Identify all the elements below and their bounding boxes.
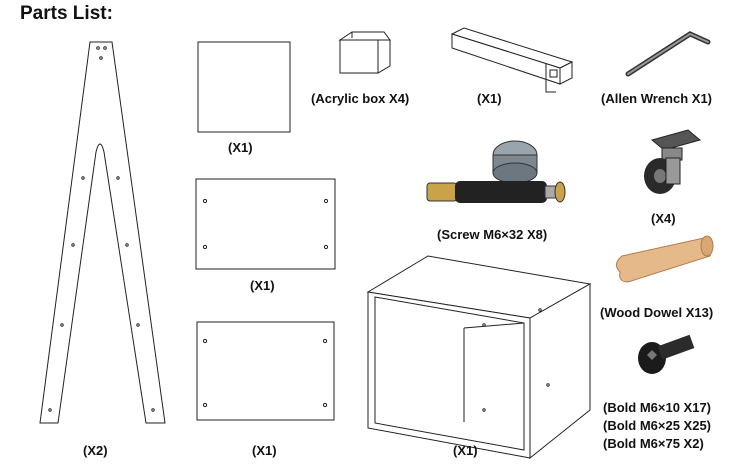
acrylic-box-illustration (338, 31, 391, 74)
caster-label: (X4) (651, 211, 676, 226)
middle-panel-label: (X1) (250, 278, 275, 293)
bolt-label-1: (Bold M6×10 X17) (603, 400, 712, 415)
rail-illustration (450, 27, 574, 93)
parts-list-title: Parts List: (20, 3, 113, 24)
bolt-label-2: (Bold M6×25 X25) (603, 418, 712, 433)
wood-dowel-label: (Wood Dowel X13) (600, 305, 714, 320)
bolt-label-3: (Bold M6×75 X2) (603, 436, 704, 451)
caster-illustration (644, 129, 702, 194)
screw-label: (Screw M6×32 X8) (437, 227, 548, 242)
allen-wrench-illustration (625, 31, 711, 77)
cube-label: (X1) (453, 443, 478, 458)
rail-label: (X1) (477, 91, 502, 106)
side-frame-label: (X2) (83, 443, 108, 458)
acrylic-box-label: (Acrylic box X4) (311, 91, 410, 106)
cube-illustration (366, 255, 592, 460)
wood-dowel-illustration (616, 235, 714, 283)
screw-illustration (426, 140, 566, 203)
bolt-illustration (638, 334, 695, 374)
top-panel-label: (X1) (228, 140, 253, 155)
allen-wrench-label: (Allen Wrench X1) (601, 91, 713, 106)
bottom-panel-label: (X1) (252, 443, 277, 458)
